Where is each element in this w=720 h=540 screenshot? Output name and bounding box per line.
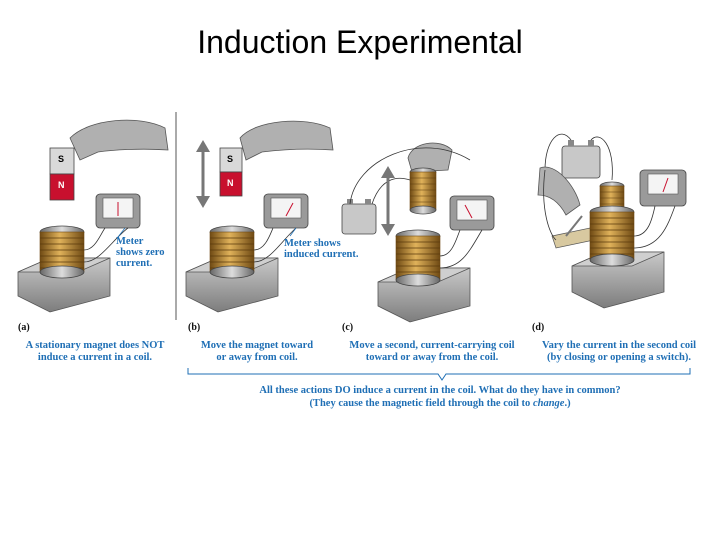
panel-b-drawing: [186, 121, 333, 312]
hand-b: [240, 121, 333, 160]
panel-a-caption-line1: A stationary magnet does NOT: [10, 340, 180, 352]
panel-d-caption: Vary the current in the second coil (by …: [524, 340, 714, 364]
summary-text: All these actions DO induce a current in…: [230, 384, 650, 410]
panel-a-drawing: [18, 120, 168, 312]
meter-callout-b: Meter shows induced current.: [284, 238, 358, 260]
magnet-n-label-b: N: [227, 178, 234, 188]
battery-c: [342, 204, 376, 234]
summary-line2: (They cause the magnetic field through t…: [230, 397, 650, 410]
panel-c-caption-line2: toward or away from the coil.: [334, 352, 530, 364]
magnet-s-label-a: S: [58, 154, 64, 164]
panel-b-letter: (b): [188, 322, 200, 333]
panel-a-caption: A stationary magnet does NOT induce a cu…: [10, 340, 180, 364]
meter-callout-a: Meter shows zero current.: [116, 236, 165, 269]
magnet-s-label-b: S: [227, 154, 233, 164]
hand-a: [70, 120, 168, 160]
callout-b-line1: Meter shows: [284, 238, 358, 249]
coil-c: [396, 236, 440, 280]
callout-a-line3: current.: [116, 258, 165, 269]
switch-d: [552, 228, 594, 248]
panel-d-letter: (d): [532, 322, 544, 333]
hand-c: [408, 143, 452, 172]
summary-line1: All these actions DO induce a current in…: [230, 384, 650, 397]
magnet-n-label-a: N: [58, 180, 65, 190]
panel-d-drawing: [538, 134, 686, 308]
motion-arrow-b: [196, 140, 210, 208]
callout-a-line1: Meter: [116, 236, 165, 247]
summary-bracket: [188, 368, 690, 380]
panel-c-letter: (c): [342, 322, 353, 333]
panel-b-caption: Move the magnet toward or away from coil…: [182, 340, 332, 364]
panel-c-caption-line1: Move a second, current-carrying coil: [334, 340, 530, 352]
panel-a-caption-line2: induce a current in a coil.: [10, 352, 180, 364]
summary-line2-before: (They cause the magnetic field through t…: [309, 398, 533, 409]
callout-b-line2: induced current.: [284, 249, 358, 260]
panel-d-caption-line1: Vary the current in the second coil: [524, 340, 714, 352]
panel-a-letter: (a): [18, 322, 30, 333]
panel-c-drawing: [342, 143, 494, 322]
callout-a-line2: shows zero: [116, 247, 165, 258]
motion-arrow-c: [381, 166, 395, 236]
battery-d: [562, 146, 600, 178]
summary-line2-after: .): [564, 398, 570, 409]
panel-d-caption-line2: (by closing or opening a switch).: [524, 352, 714, 364]
panel-c-caption: Move a second, current-carrying coil tow…: [334, 340, 530, 364]
panel-b-caption-line2: or away from coil.: [182, 352, 332, 364]
panel-b-caption-line1: Move the magnet toward: [182, 340, 332, 352]
summary-line2-emphasis: change: [533, 398, 565, 409]
